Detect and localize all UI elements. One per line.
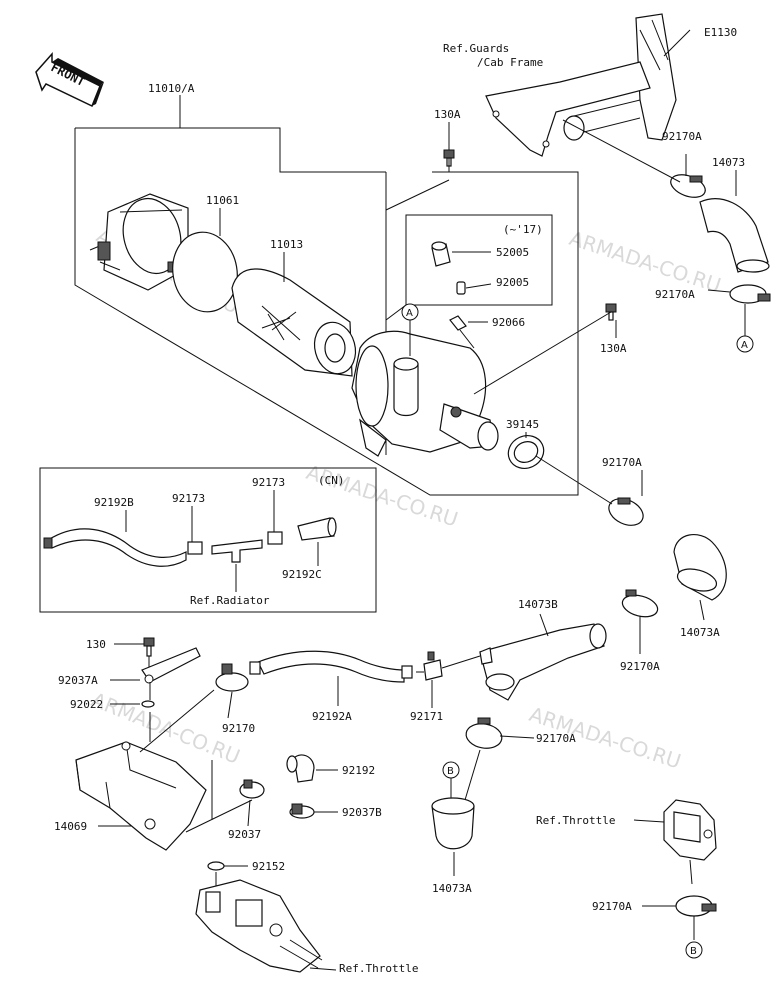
ref-throttle-lower: Ref.Throttle xyxy=(339,962,418,975)
marker-b-left: B xyxy=(442,761,460,800)
part-label: 92037A xyxy=(58,674,98,687)
ref-guards-label: Ref.Guards xyxy=(443,42,509,55)
diagram-code: E1130 xyxy=(704,26,737,39)
hose-92192 xyxy=(286,754,338,783)
part-label: 92170A xyxy=(592,900,632,913)
o-ring-11061 xyxy=(172,231,238,313)
bolt-130 xyxy=(114,637,155,668)
duct-14073 xyxy=(699,198,770,273)
ref-throttle-right: Ref.Throttle xyxy=(536,814,615,827)
hose-92192a xyxy=(249,650,413,706)
boot-14073a xyxy=(431,797,475,876)
clamp-92170a-14073b xyxy=(621,589,659,654)
marker-a-right: A xyxy=(736,304,754,353)
part-label: 92170A xyxy=(536,732,576,745)
watermark: ARMADA-CO.RU xyxy=(566,226,724,298)
svg-text:B: B xyxy=(690,946,697,957)
part-labels: 11010/A 11061 11013 130A 52005 92005 920… xyxy=(54,82,745,913)
part-label: 92192 xyxy=(342,764,375,777)
clamp-92170a-right xyxy=(729,284,771,304)
part-label: 92192B xyxy=(94,496,134,509)
part-label: 39145 xyxy=(506,418,539,431)
throttle-body-right xyxy=(633,799,717,885)
case-14069 xyxy=(75,682,253,851)
part-label: 92170A xyxy=(602,456,642,469)
joint-92171 xyxy=(416,651,481,708)
part-label: 92173 xyxy=(252,476,285,489)
clamp-92170a-mid xyxy=(608,497,644,526)
svg-text:B: B xyxy=(447,766,454,777)
air-filter-element-11013 xyxy=(231,268,357,377)
ref-cab-frame-label: /Cab Frame xyxy=(477,56,543,69)
part-label: 14069 xyxy=(54,820,87,833)
front-arrow-icon: FRONT xyxy=(35,52,104,108)
air-cleaner-cover xyxy=(89,193,189,291)
cn-hose-box xyxy=(39,467,377,613)
duct-14073b xyxy=(479,613,607,701)
clamp-92037 xyxy=(239,779,265,827)
part-label: 130A xyxy=(434,108,461,121)
part-label: 92170A xyxy=(662,130,702,143)
clamp-92170 xyxy=(215,663,249,719)
cab-frame-drawing: Ref.Guards /Cab Frame xyxy=(443,13,691,157)
group-bracket-11010a xyxy=(74,95,579,496)
fitting-92066 xyxy=(449,315,488,349)
year-note-box xyxy=(385,214,553,321)
part-label: 92173 xyxy=(172,492,205,505)
grommet-39145 xyxy=(507,435,545,469)
part-label: 92037 xyxy=(228,828,261,841)
washer-92022 xyxy=(110,700,155,708)
clamp-92037b xyxy=(289,803,338,819)
part-label: 14073A xyxy=(432,882,472,895)
cn-note: (CN) xyxy=(318,474,345,487)
part-label: 130A xyxy=(600,342,627,355)
part-label: 52005 xyxy=(496,246,529,259)
part-label: 92066 xyxy=(492,316,525,329)
part-label: 92170A xyxy=(655,288,695,301)
clamp-92170a-upper xyxy=(670,174,706,198)
svg-text:A: A xyxy=(741,340,748,351)
air-cleaner-housing xyxy=(351,330,499,457)
bolt-leader-lines xyxy=(385,158,612,395)
ref-radiator: Ref.Radiator xyxy=(190,594,270,607)
part-label: 92192C xyxy=(282,568,322,581)
marker-b-right: B xyxy=(685,941,703,959)
svg-text:A: A xyxy=(406,308,413,319)
part-label: 14073B xyxy=(518,598,558,611)
elbow-14073a xyxy=(673,534,727,621)
throttle-body-lower xyxy=(195,879,337,973)
clamp-leader-mid xyxy=(535,455,643,505)
part-label: 92170 xyxy=(222,722,255,735)
marker-a-housing: A xyxy=(401,303,419,356)
clamp-92170a-bottom xyxy=(642,895,717,940)
part-label: 11061 xyxy=(206,194,239,207)
part-label: 92022 xyxy=(70,698,103,711)
part-label: 92171 xyxy=(410,710,443,723)
part-label: 92192A xyxy=(312,710,352,723)
part-label: 92005 xyxy=(496,276,529,289)
bracket-92037a xyxy=(110,647,201,684)
year-note: (~'17) xyxy=(503,223,543,236)
leader-lines-upper xyxy=(562,119,737,293)
part-label: 14073A xyxy=(680,626,720,639)
part-label: 92152 xyxy=(252,860,285,873)
part-label: 11013 xyxy=(270,238,303,251)
part-label: 92170A xyxy=(620,660,660,673)
part-label: 92037B xyxy=(342,806,382,819)
part-label: 14073 xyxy=(712,156,745,169)
washer-92152 xyxy=(207,861,248,886)
part-label: 130 xyxy=(86,638,106,651)
part-label: 11010/A xyxy=(148,82,195,95)
